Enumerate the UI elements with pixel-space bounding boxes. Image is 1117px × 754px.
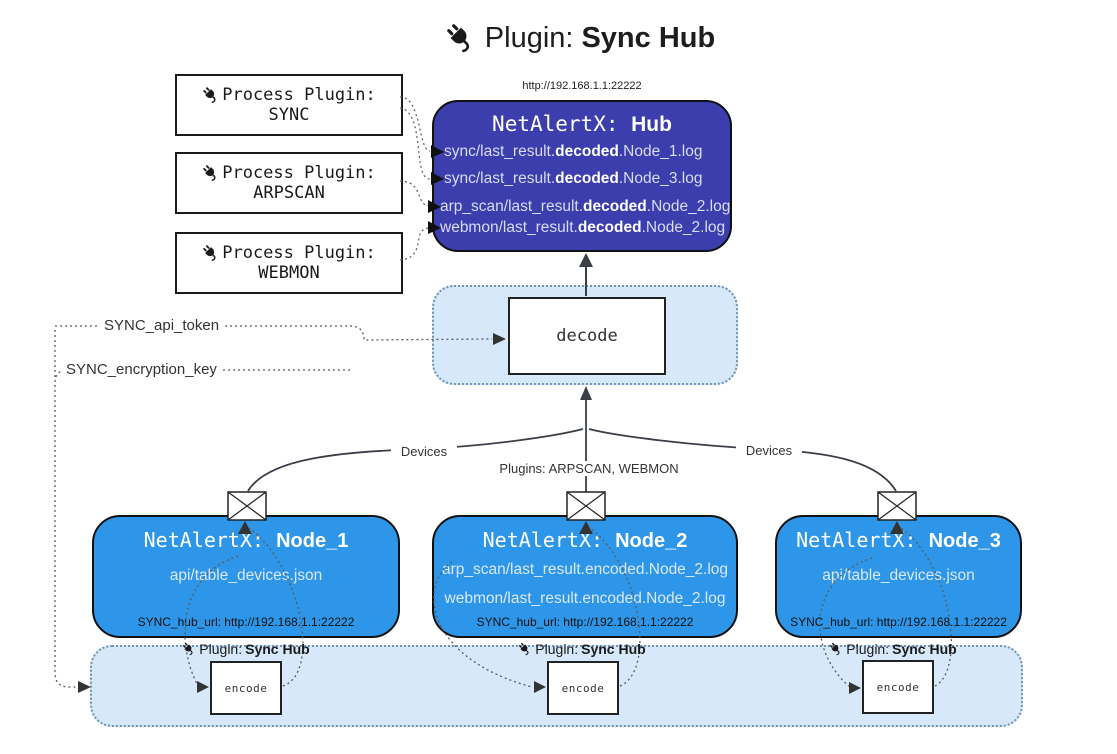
process-plugin-header: Process Plugin: [202,85,376,105]
node-title-pre: NetAlertX: [143,528,277,552]
node-title-pre: NetAlertX: [482,528,616,552]
hub-title-bold: Hub [631,113,672,136]
hub-log-pre: sync/last_result. [444,143,556,160]
node-hub-url: SYNC_hub_url: http://192.168.1.1:22222 [790,615,1007,629]
process-plugin-header: Process Plugin: [202,163,376,183]
node-file-line: arp_scan/last_result.encoded.Node_2.log [441,561,729,578]
plug-icon [202,86,220,104]
encode-plugin-bold: Sync Hub [892,641,957,657]
node-box-node1: NetAlertX: Node_1 api/table_devices.json… [92,515,400,638]
decode-label: decode [556,326,618,346]
node-file-line: api/table_devices.json [822,567,975,584]
decode-box: decode [508,297,666,375]
hub-log-post: .Node_1.log [618,143,703,160]
node-title: NetAlertX: Node_3 [777,528,1020,553]
sync-encryption-key-label: SYNC_encryption_key [62,361,221,378]
encode-label: encode [224,681,268,695]
node-box-node2: NetAlertX: Node_2 arp_scan/last_result.e… [432,515,738,638]
plug-icon [518,642,532,656]
hub-log-line: sync/last_result.decoded.Node_3.log [444,170,732,188]
encode-label: encode [561,681,605,695]
encode-plugin-label: Plugin: Sync Hub [808,641,978,657]
devices-edge-label-left: Devices [391,444,457,459]
node-title: NetAlertX: Node_2 [434,528,736,553]
plug-icon [202,244,220,262]
page-title-text: Plugin: [484,21,574,54]
encode-box-node1: encode [210,661,282,715]
encode-box-node2: encode [547,661,619,715]
node-title-bold: Node_3 [928,530,1001,552]
plug-icon [445,22,477,54]
hub-url-label: http://192.168.1.1:22222 [522,80,642,92]
plugin-to-hub-connectors [399,96,431,261]
process-plugin-box-arpscan: Process Plugin: ARPSCAN [175,152,403,214]
process-plugin-box-webmon: Process Plugin: WEBMON [175,232,403,294]
encode-plugin-bold: Sync Hub [581,641,646,657]
plug-icon [182,642,196,656]
node-title-bold: Node_1 [276,530,349,552]
encode-plugin-pre: Plugin: [199,641,243,657]
hub-log-bold: decoded [577,219,642,236]
hub-log-bold: decoded [555,143,619,160]
node-hub-url: SYNC_hub_url: http://192.168.1.1:22222 [476,615,694,629]
encode-box-node3: encode [862,660,934,714]
hub-log-bold: decoded [583,198,647,215]
process-plugin-label: Process Plugin: [222,163,376,183]
encode-plugin-label: Plugin: Sync Hub [497,641,667,657]
node-title-pre: NetAlertX: [796,528,929,552]
node-hub-url: SYNC_hub_url: http://192.168.1.1:22222 [137,615,355,629]
encode-plugin-bold: Sync Hub [245,641,310,657]
encode-plugin-pre: Plugin: [846,641,890,657]
encode-plugin-label: Plugin: Sync Hub [161,641,331,657]
encode-label: encode [876,680,920,694]
node-file-line: api/table_devices.json [169,567,323,584]
hub-title-pre: NetAlertX: [492,112,632,136]
page-title: Plugin: Sync Hub [340,16,820,60]
plug-icon [202,164,220,182]
sync-api-token-label: SYNC_api_token [100,317,224,334]
hub-log-pre: sync/last_result. [444,170,556,187]
process-plugin-label: Process Plugin: [222,85,376,105]
page-title-bold: Sync Hub [581,21,716,54]
process-plugin-name: WEBMON [258,263,320,283]
node-to-decode-edges [247,390,897,492]
hub-log-post: .Node_2.log [646,198,731,215]
hub-log-post: .Node_2.log [641,219,726,236]
hub-log-bold: decoded [555,170,619,187]
process-plugin-box-sync: Process Plugin: SYNC [175,74,403,136]
process-plugin-label: Process Plugin: [222,243,376,263]
hub-log-line: arp_scan/last_result.decoded.Node_2.log [440,198,731,216]
process-plugin-header: Process Plugin: [202,243,376,263]
hub-title: NetAlertX: Hub [432,112,732,137]
hub-log-post: .Node_3.log [618,170,703,187]
node-box-node3: NetAlertX: Node_3 api/table_devices.json… [775,515,1022,638]
node-title-bold: Node_2 [615,530,688,552]
hub-log-line: webmon/last_result.decoded.Node_2.log [440,219,728,237]
hub-box [432,100,732,252]
hub-log-line: sync/last_result.decoded.Node_1.log [444,143,732,161]
plugins-edge-label: Plugins: ARPSCAN, WEBMON [496,461,682,476]
node-title: NetAlertX: Node_1 [94,528,398,553]
plug-icon [829,642,843,656]
process-plugin-name: ARPSCAN [253,183,325,203]
process-plugin-name: SYNC [268,105,310,125]
encode-plugin-pre: Plugin: [535,641,579,657]
hub-log-pre: arp_scan/last_result. [440,198,584,215]
hub-log-pre: webmon/last_result. [440,219,578,236]
node-file-line: webmon/last_result.encoded.Node_2.log [444,590,726,607]
devices-edge-label-right: Devices [736,443,802,458]
